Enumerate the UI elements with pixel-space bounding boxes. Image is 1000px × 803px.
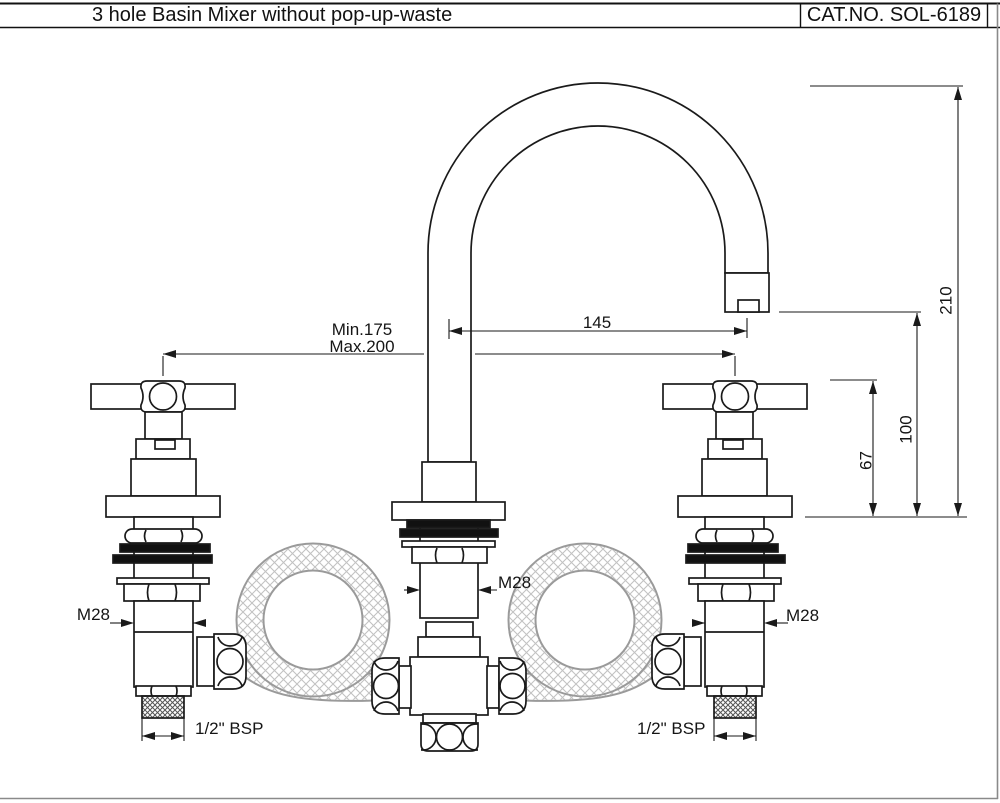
dim-label-thread-center: M28 [498, 573, 532, 592]
sheet-title: 3 hole Basin Mixer without pop-up-waste [92, 4, 453, 26]
dim-label-spout-reach: 145 [582, 313, 612, 332]
braided-hose-left [231, 542, 391, 702]
handle-valve-right [651, 355, 808, 742]
dimension-arrows [163, 87, 962, 516]
spout-aerator [737, 299, 760, 313]
rubber-washer [119, 543, 211, 553]
mounting-nut [411, 546, 488, 564]
mounting-nut [123, 583, 201, 602]
braided-hose-right [507, 542, 667, 702]
threaded-tail [141, 695, 185, 719]
dim-label-thread-right: M28 [786, 606, 820, 625]
base-flange [391, 501, 506, 521]
dim-label-bsp-right: 1/2" BSP [637, 719, 706, 738]
dim-label-spout-height: 210 [936, 286, 956, 315]
dimension-lines [163, 85, 967, 518]
dim-label-handle-height: 67 [856, 451, 876, 470]
dim-label-spread-max: Max.200 [329, 337, 395, 356]
handle-flange [105, 495, 221, 518]
dim-label-thread-left: M28 [76, 605, 110, 624]
dim-label-spread-min: Min.175 [331, 320, 393, 339]
rubber-washer [112, 554, 213, 564]
tee-body [409, 656, 489, 716]
rubber-washer [399, 528, 499, 538]
handle-valve-left [90, 356, 247, 741]
backing-plate [401, 540, 496, 548]
spout-base-assembly [371, 461, 527, 752]
catalog-number: CAT.NO. SOL-6189 [806, 4, 982, 26]
dim-label-bsp-left: 1/2" BSP [195, 719, 264, 738]
dim-label-outlet-height: 100 [896, 415, 916, 444]
rubber-washer [406, 519, 491, 529]
gooseneck-spout [427, 82, 770, 463]
backing-plate [116, 577, 210, 585]
